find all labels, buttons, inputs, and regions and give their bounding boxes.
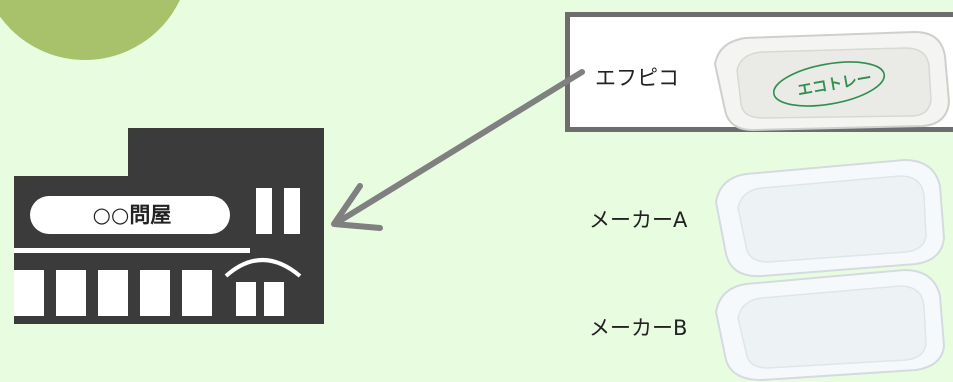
eco-tray-image: エコトレー [713, 30, 951, 132]
store-building-icon [14, 128, 324, 324]
maker-name-efpico: エフピコ [595, 66, 679, 90]
foam-tray-image [714, 158, 946, 278]
maker-name-b: メーカーB [589, 316, 688, 340]
wholesaler-label: ○○問屋 [92, 203, 172, 227]
foam-tray-image [714, 268, 946, 382]
maker-name-a: メーカーA [589, 208, 688, 232]
